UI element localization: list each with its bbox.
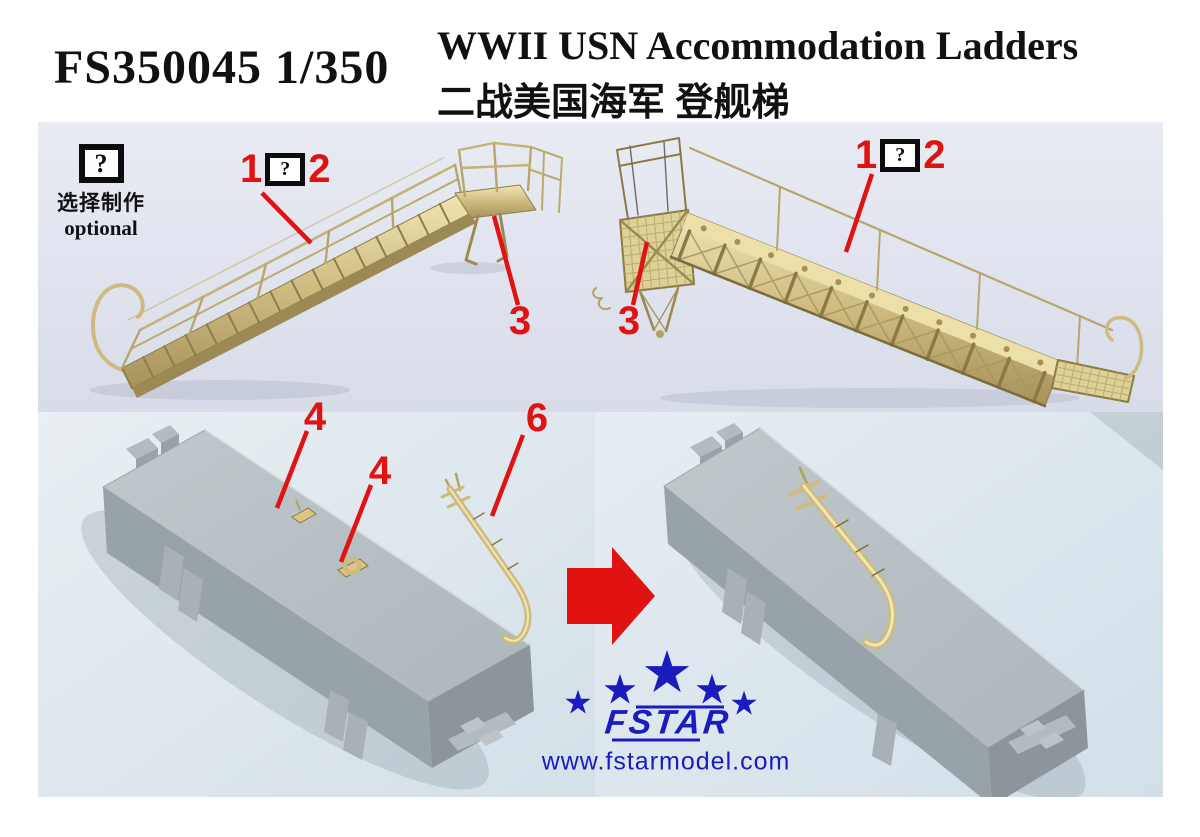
left-ladder-photo [90, 141, 563, 400]
star-icon: ★ [729, 684, 759, 722]
callout-part-3-right: 3 [617, 299, 641, 343]
resin-block-assembled [663, 423, 1088, 797]
optional-badge: ? 选择制作 optional [56, 144, 146, 241]
website-url: www.fstarmodel.com [541, 747, 791, 776]
choice-question-mark: ? [895, 144, 906, 166]
callout-part-4-first: 4 [303, 395, 327, 439]
choice-box-icon: ? [265, 152, 306, 186]
callout-part-2: 2 [308, 147, 331, 191]
star-icon: ★ [563, 683, 593, 721]
question-box-icon: ? [78, 144, 124, 183]
callout-part-4-second: 4 [368, 449, 392, 493]
choice-question-mark: ? [280, 158, 291, 180]
brass-davit-mounted [788, 466, 897, 649]
resin-block-bare [102, 425, 534, 768]
star-icon: ★ [693, 666, 731, 713]
callout-part-6: 6 [525, 396, 549, 440]
optional-label-chinese: 选择制作 [57, 192, 145, 215]
choice-box-icon: ? [880, 138, 921, 172]
product-code-number: FS350045 [54, 41, 263, 94]
callout-part-1: 1 [855, 133, 878, 177]
brass-part-4b [337, 557, 369, 578]
bottom-right-photo [595, 412, 1163, 797]
callout-part-2: 2 [923, 133, 946, 177]
product-title-english: WWII USN Accommodation Ladders [437, 23, 1079, 68]
bottom-left-photo [38, 412, 595, 797]
brand-logo-text: FSTAR [603, 703, 733, 742]
callout-1-or-2-left: 1 ? 2 [240, 149, 331, 189]
callout-part-1: 1 [240, 147, 263, 191]
product-title-chinese: 二战美国海军 登舰梯 [437, 82, 790, 124]
brass-part-4a [291, 499, 317, 524]
product-scale: 1/350 [275, 41, 390, 94]
callout-1-or-2-right: 1 ? 2 [855, 135, 946, 175]
optional-label-english: optional [64, 216, 138, 240]
product-title: WWII USN Accommodation Ladders 二战美国海军 登舰… [437, 22, 1078, 126]
callout-leader-lines [260, 173, 875, 563]
star-icon: ★ [641, 640, 693, 705]
logo-accent-lines [612, 705, 724, 742]
brass-part-6 [440, 472, 532, 645]
top-photo [38, 122, 1163, 412]
transform-arrow-icon [567, 547, 655, 645]
callout-part-3-left: 3 [508, 299, 532, 343]
star-icon: ★ [601, 666, 639, 713]
right-ladder-photo [592, 137, 1144, 408]
product-code: FS350045 1/350 [54, 40, 389, 95]
question-mark: ? [94, 148, 108, 178]
